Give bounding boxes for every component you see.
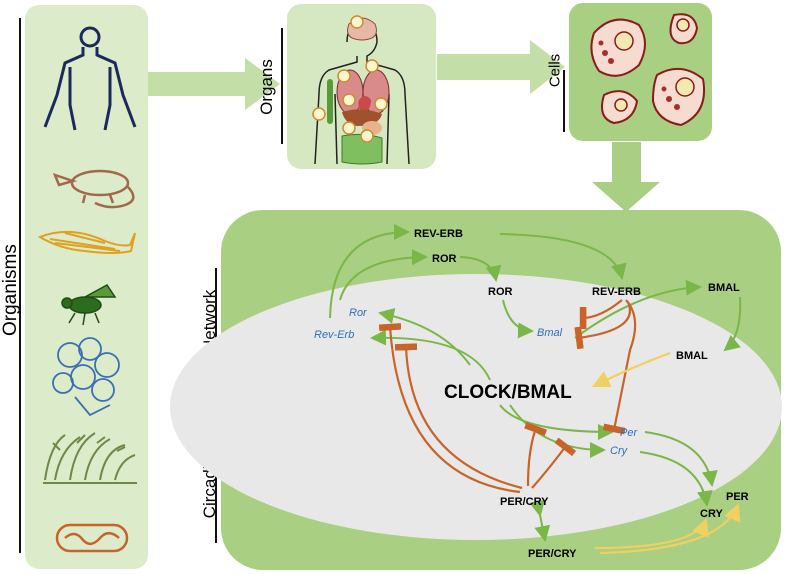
node-bmal-inner: BMAL <box>676 350 708 362</box>
human-silhouette-icon <box>43 26 137 131</box>
edge-percry-bidirectional <box>529 499 551 542</box>
gene-bmal: Bmal <box>537 327 563 339</box>
node-per-cry-bottom: PER/CRY <box>528 548 577 560</box>
edge-bmal-to-bmal-inner <box>723 296 742 352</box>
fungus-icon <box>43 432 137 484</box>
edge-reverb-represses-bmal <box>579 299 623 330</box>
gene-ror: Ror <box>349 307 368 319</box>
node-per-right: PER <box>726 491 749 503</box>
edge-per-to-per-protein <box>644 431 718 487</box>
node-rev-erb-top: REV-ERB <box>414 228 463 240</box>
node-bmal-right: BMAL <box>708 282 740 294</box>
edge-percry-represses-reverb <box>394 343 523 490</box>
arrow-organisms-to-organs <box>148 58 280 110</box>
node-per-cry-inner: PER/CRY <box>500 496 549 508</box>
gene-rev-erb: Rev-Erb <box>314 329 354 341</box>
edge-bmal-inner-to-clock <box>592 351 671 387</box>
edge-ror-gene-to-ror <box>339 249 428 301</box>
edge-percry-represses-ror <box>378 323 521 494</box>
rat-icon <box>52 169 135 209</box>
edge-clock-to-cry <box>509 404 606 458</box>
edge-percry-out-to-cry <box>594 517 709 550</box>
node-clock-bmal: CLOCK/BMAL <box>444 382 572 403</box>
edge-reverb-represses-bmal-2 <box>574 301 631 350</box>
bacterium-icon <box>55 523 129 553</box>
cells-icon <box>590 13 705 127</box>
node-cry-right: CRY <box>700 508 723 520</box>
organs-axis-line <box>281 28 283 144</box>
edge-reverb-to-reverb-mid <box>499 233 627 280</box>
edge-bmal-gene-to-bmal <box>574 279 702 339</box>
edge-percry-represses-clock-2 <box>531 437 577 489</box>
node-rev-erb-mid: REV-ERB <box>592 286 641 298</box>
gene-cry: Cry <box>610 445 629 457</box>
zebrafish-icon <box>37 230 136 254</box>
cells-axis-line <box>563 70 565 132</box>
edge-clock-to-ror <box>378 308 471 366</box>
edge-clock-to-reverb <box>370 329 491 381</box>
edge-ror-to-ror-mid <box>459 256 502 282</box>
organisms-axis-line <box>19 18 21 553</box>
arrow-cells-to-network <box>592 142 660 212</box>
flower-icon <box>52 337 120 417</box>
clock-icon <box>312 15 388 143</box>
edge-percry-out-to-per <box>599 502 741 555</box>
fly-icon <box>61 284 117 326</box>
gene-per: Per <box>620 427 638 439</box>
organs-body-icon <box>312 15 410 165</box>
edge-cry-to-cry-protein <box>639 451 713 507</box>
edge-reverb-gene-to-reverb <box>329 224 410 319</box>
arrow-organs-to-cells <box>437 40 565 94</box>
edge-reverb-represses-cry <box>602 299 637 435</box>
edge-ror-mid-to-bmal <box>502 299 534 339</box>
node-ror-top: ROR <box>432 253 457 265</box>
intestine-icon <box>341 133 383 165</box>
green-bar-icon <box>327 79 333 124</box>
edge-percry-represses-clock-1 <box>524 422 548 487</box>
organism-icons <box>37 26 137 553</box>
node-ror-mid: ROR <box>488 286 513 298</box>
nucleus-ellipse <box>170 274 782 540</box>
